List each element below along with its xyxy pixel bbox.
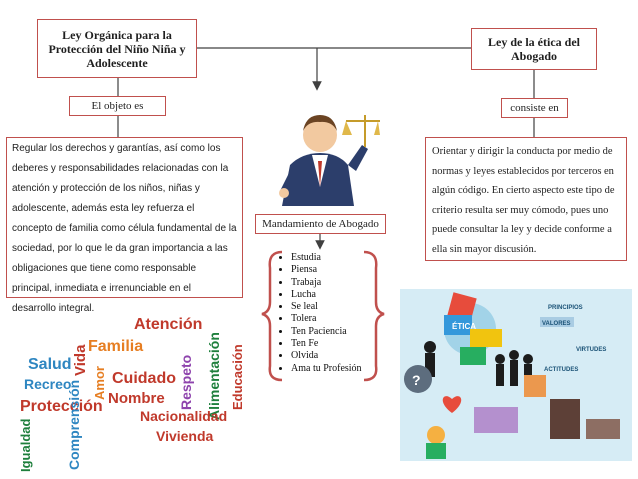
- collage-label: ACTITUDES: [544, 367, 578, 373]
- right-link-box: consiste en: [501, 98, 568, 118]
- wordcloud-word: Vivienda: [156, 428, 213, 444]
- right-brace: [364, 252, 384, 380]
- collage-label: VIRTUDES: [576, 347, 606, 353]
- right-link-text: consiste en: [510, 102, 559, 114]
- wordcloud-word: Cuidado: [112, 370, 176, 388]
- list-item: Tolera: [291, 313, 362, 325]
- right-body-box: Orientar y dirigir la conducta por medio…: [425, 137, 627, 261]
- list-item: Se leal: [291, 301, 362, 313]
- left-body-text: Regular los derechos y garantías, así co…: [12, 143, 237, 314]
- wordcloud-word: Respeto: [178, 355, 194, 410]
- wordcloud-word: Vida: [72, 345, 89, 376]
- wordcloud-word: Igualdad: [18, 419, 33, 472]
- svg-text:?: ?: [412, 372, 421, 388]
- commandments-list: Estudia Piensa Trabaja Lucha Se leal Tol…: [273, 252, 362, 375]
- wordcloud-word: Protección: [20, 398, 103, 416]
- center-label-text: Mandamiento de Abogado: [262, 218, 379, 230]
- wordcloud-word: Salud: [28, 356, 72, 374]
- right-title-text: Ley de la ética del Abogado: [488, 35, 580, 63]
- lawyer-illustration: [262, 95, 381, 206]
- ethics-collage: ÉTICA VALORES PRINCIPIOS VIRTUDES ACTITU…: [400, 289, 632, 461]
- wordcloud-word: Recreo: [24, 376, 71, 392]
- list-item: Estudia: [291, 252, 362, 264]
- list-item: Trabaja: [291, 277, 362, 289]
- wordcloud-word: Atención: [134, 316, 202, 334]
- center-label-box: Mandamiento de Abogado: [255, 214, 386, 234]
- left-title-text: Ley Orgánica para la Protección del Niño…: [48, 28, 185, 70]
- wordcloud-word: Nombre: [108, 390, 165, 407]
- left-body-box: Regular los derechos y garantías, así co…: [6, 137, 243, 298]
- right-title-box: Ley de la ética del Abogado: [471, 28, 597, 70]
- right-body-text: Orientar y dirigir la conducta por medio…: [432, 146, 615, 255]
- lawyer-icon: [262, 95, 381, 206]
- list-item: Piensa: [291, 264, 362, 276]
- wordcloud-word: Nacionalidad: [140, 408, 227, 424]
- list-item: Ten Paciencia: [291, 326, 362, 338]
- list-item: Olvida: [291, 350, 362, 362]
- left-link-box: El objeto es: [69, 96, 166, 116]
- wordcloud-word: Familia: [88, 338, 143, 356]
- ethics-collage-art: ÉTICA VALORES PRINCIPIOS VIRTUDES ACTITU…: [400, 289, 632, 461]
- wordcloud-word: Alimentación: [206, 332, 222, 420]
- collage-label: PRINCIPIOS: [548, 305, 583, 311]
- list-item: Lucha: [291, 289, 362, 301]
- collage-label: VALORES: [542, 321, 571, 327]
- list-item: Ten Fe: [291, 338, 362, 350]
- left-title-box: Ley Orgánica para la Protección del Niño…: [37, 19, 197, 78]
- rights-wordcloud: Atención Salud Vida Familia Alimentación…: [8, 316, 246, 476]
- left-link-text: El objeto es: [92, 100, 144, 112]
- list-item: Ama tu Profesión: [291, 363, 362, 375]
- wordcloud-word: Amor: [92, 366, 107, 400]
- wordcloud-word: Educación: [230, 344, 245, 410]
- wordcloud-word: Comprensión: [66, 380, 82, 470]
